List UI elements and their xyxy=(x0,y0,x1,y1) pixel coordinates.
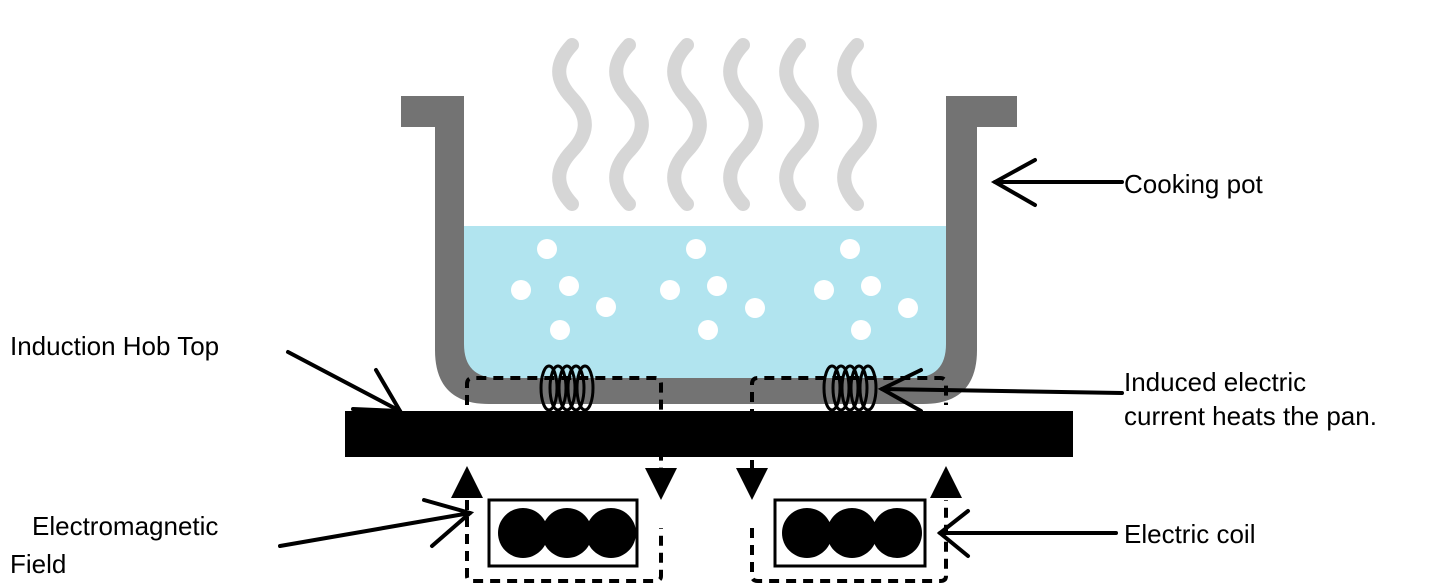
bubble xyxy=(596,297,616,317)
label-induced-current-line-1: Induced electric xyxy=(1124,367,1307,397)
field-arrow-up-icon xyxy=(451,466,483,498)
field-loop-right-upper xyxy=(750,376,948,470)
water xyxy=(463,226,947,378)
bubble xyxy=(511,280,531,300)
steam-wisp xyxy=(837,38,877,211)
bubble xyxy=(698,320,718,340)
field-arrows xyxy=(451,466,962,500)
label-electromagnetic-field-line-1: Electromagnetic xyxy=(32,511,219,541)
label-electric-coil: Electric coil xyxy=(1124,519,1256,549)
bubble xyxy=(861,276,881,296)
arrowhead-icon xyxy=(351,368,404,414)
bubble xyxy=(686,239,706,259)
field-arrow-up-icon xyxy=(930,466,962,498)
steam xyxy=(552,38,877,211)
field-arrow-down-icon xyxy=(645,468,677,500)
field-arrow-down-icon xyxy=(736,468,768,500)
bubble xyxy=(550,320,570,340)
induced-current-coil-right xyxy=(822,364,878,412)
electromagnetic-field-lines xyxy=(465,376,948,583)
bubble xyxy=(707,276,727,296)
bubbles xyxy=(511,239,918,340)
steam-wisp xyxy=(779,38,819,211)
arrowhead-icon xyxy=(422,498,475,548)
steam-wisp xyxy=(667,38,707,211)
label-induction-hob-top: Induction Hob Top xyxy=(10,331,220,361)
bubble xyxy=(745,298,765,318)
field-loop-left-upper xyxy=(465,376,663,470)
pointer-hob-top xyxy=(286,350,402,413)
label-cooking-pot: Cooking pot xyxy=(1124,169,1263,199)
label-electromagnetic-field-line-2: Field xyxy=(10,549,67,579)
bubble xyxy=(851,320,871,340)
steam-wisp xyxy=(609,38,649,211)
steam-wisp xyxy=(723,38,763,211)
arrowhead-icon xyxy=(877,368,923,413)
electric-coil-left xyxy=(487,498,639,568)
pointer-induced-current xyxy=(880,387,1124,395)
label-induced-current-line-2: current heats the pan. xyxy=(1124,401,1377,431)
arrowhead-icon xyxy=(936,509,970,558)
hob-top xyxy=(345,411,1073,457)
electric-coil-right xyxy=(773,498,927,568)
field-loop-left-lower xyxy=(465,500,663,583)
bubble xyxy=(898,298,918,318)
arrowhead-icon xyxy=(990,158,1037,207)
cooking-pot xyxy=(401,96,1017,404)
pointer-lines xyxy=(278,158,1124,558)
bubble xyxy=(814,280,834,300)
induced-current-coil-left xyxy=(539,364,595,412)
bubble xyxy=(537,239,557,259)
bubble xyxy=(840,239,860,259)
bubble xyxy=(559,276,579,296)
bubble xyxy=(660,280,680,300)
pointer-em-field xyxy=(278,511,472,548)
steam-wisp xyxy=(552,38,592,211)
field-loop-right-lower xyxy=(750,500,948,583)
